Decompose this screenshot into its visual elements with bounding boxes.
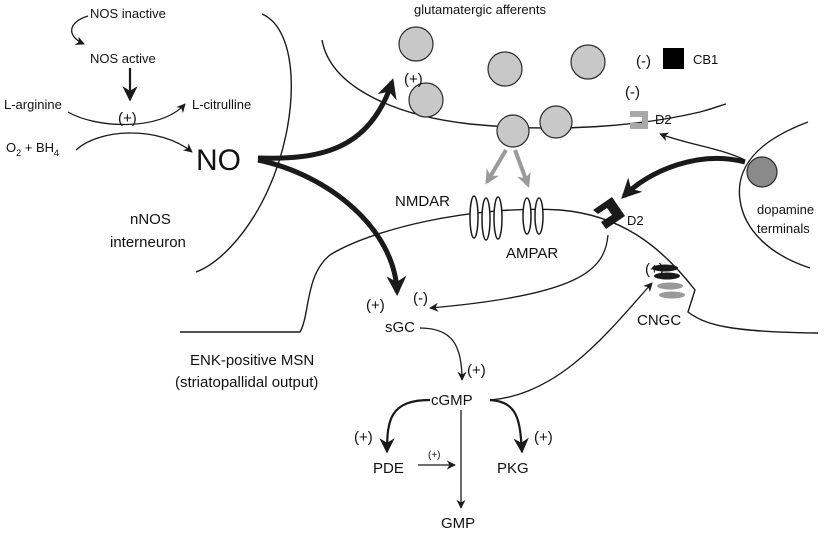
dopamine-terminal-membrane (738, 121, 811, 269)
sign-vesicle-plus: (+) (404, 71, 423, 88)
vesicle (570, 44, 606, 80)
label-nnos: nNOS (130, 211, 171, 228)
label-no: NO (196, 144, 241, 177)
msn-membrane (180, 208, 819, 334)
arrow-dopamine-to-d2-post (621, 156, 746, 199)
label-pde: PDE (373, 460, 404, 477)
nnos-interneuron-membrane (195, 13, 292, 273)
label-dopamine: dopamine (757, 202, 814, 217)
label-d2-presynaptic: D2 (655, 112, 672, 127)
label-sgc: sGC (385, 319, 415, 336)
d2-postsynaptic-receptor (593, 197, 625, 229)
arrow-sgc-to-cgmp (419, 327, 467, 381)
dopamine-vesicle (746, 156, 778, 188)
sign-pkg-plus: (+) (534, 429, 553, 446)
label-o2-bh4: O2 + BH4 (6, 140, 59, 158)
label-gmp: GMP (441, 515, 475, 532)
arrow-o2-to-no (75, 132, 193, 153)
label-nos-active: NOS active (90, 51, 156, 66)
arrow-cgmp-to-pkg (489, 398, 529, 454)
label-d2-postsynaptic: D2 (627, 213, 644, 228)
label-nos-inactive: NOS inactive (90, 6, 166, 21)
label-ampar: AMPAR (506, 245, 558, 262)
label-striatopallidal: (striatopallidal output) (175, 374, 318, 391)
arrow-no-to-sgc (257, 157, 407, 296)
sign-sgc-plus: (+) (366, 297, 385, 314)
label-glutamatergic-afferents: glutamatergic afferents (414, 2, 546, 17)
arrow-glutamate-to-nmdar (485, 148, 508, 185)
label-terminals: terminals (757, 221, 810, 236)
label-l-arginine: L-arginine (4, 97, 62, 112)
sign-nos-plus: (+) (118, 110, 137, 127)
sign-pde-gmp-plus: (+) (428, 450, 441, 461)
arrow-cgmp-to-pde (379, 398, 431, 454)
sign-d2-pre-minus: (-) (625, 84, 640, 101)
sign-cngc-plus: (+) (645, 261, 664, 278)
label-cgmp: cGMP (431, 392, 473, 409)
vesicle-fusing (539, 105, 573, 139)
d2-presynaptic-receptor (630, 111, 648, 129)
vesicle (398, 26, 434, 62)
label-l-citrulline: L-citrulline (192, 97, 251, 112)
arrow-no-to-vesicles (257, 78, 397, 161)
cb1-receptor (663, 48, 684, 69)
vesicle (408, 82, 444, 118)
arrow-d2-to-sgc (429, 234, 609, 312)
sign-cgmp-plus: (+) (467, 362, 486, 379)
sign-sgc-minus: (-) (413, 290, 428, 307)
label-pkg: PKG (497, 460, 529, 477)
vesicle (487, 51, 523, 87)
arrow-dopamine-to-d2-pre (659, 132, 746, 161)
cngc-channel (652, 264, 685, 299)
arrow-glutamate-to-ampar (513, 149, 531, 188)
nmdar-channel (469, 195, 503, 241)
label-cb1: CB1 (693, 52, 718, 67)
sign-pde-plus: (+) (354, 429, 373, 446)
sign-cb1-minus: (-) (636, 53, 651, 70)
arrow-nos-activation (71, 15, 89, 45)
ampar-channel (522, 197, 544, 235)
vesicle-fusing (496, 114, 530, 148)
label-cngc: CNGC (637, 312, 681, 329)
arrow-arginine-citrulline (67, 103, 186, 126)
label-nmdar: NMDAR (395, 193, 450, 210)
label-interneuron: interneuron (110, 234, 186, 251)
label-enk-msn: ENK-positive MSN (190, 352, 314, 369)
arrow-cgmp-to-cngc (489, 282, 653, 401)
